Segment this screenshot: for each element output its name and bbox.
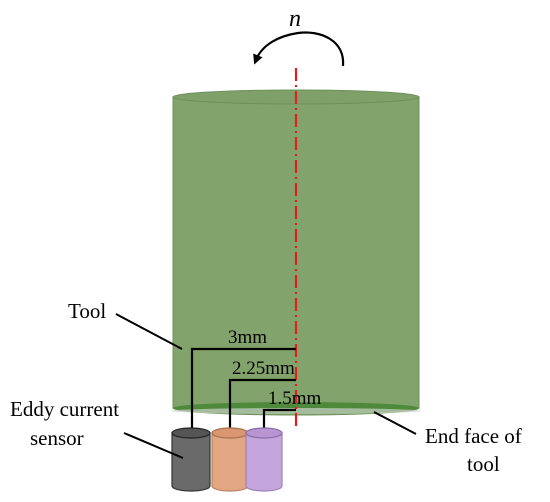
rotation-symbol: n <box>289 6 301 32</box>
eddy-sensor-label-line1: Eddy current <box>10 397 119 421</box>
end-face-label-line2: tool <box>467 452 500 476</box>
eddy-current-sensors <box>171 427 283 492</box>
sensor-1-5mm-top <box>245 427 283 439</box>
dimension-line-1-5mm <box>262 408 296 430</box>
tool-label: Tool <box>68 299 106 323</box>
dimension-lines <box>190 347 296 430</box>
sensor-2-25mm-top <box>211 427 249 439</box>
tool-leader <box>115 313 183 350</box>
sensor-1-5mm <box>245 427 283 492</box>
sensor-3mm-top <box>171 427 211 439</box>
dimension-label-2-25mm: 2.25mm <box>232 358 295 379</box>
rotation-arrow <box>253 31 345 67</box>
sensor-3mm <box>171 427 211 492</box>
dimension-line-2-25mm <box>228 378 296 430</box>
sensor-2-25mm <box>211 427 249 492</box>
sensor-3mm-body <box>171 432 211 492</box>
dimension-label-3mm: 3mm <box>228 327 267 348</box>
dimension-label-1-5mm: 1.5mm <box>268 388 322 409</box>
eddy-sensor-label-line2: sensor <box>30 426 84 450</box>
end-face-label-line1: End face of <box>425 424 522 448</box>
sensor-2-25mm-body <box>211 432 249 492</box>
dimension-line-3mm <box>190 347 296 430</box>
eddy-sensor-leader <box>123 432 184 459</box>
end-face-leader <box>373 411 417 435</box>
leader-lines <box>115 313 417 459</box>
sensor-1-5mm-body <box>245 432 283 492</box>
